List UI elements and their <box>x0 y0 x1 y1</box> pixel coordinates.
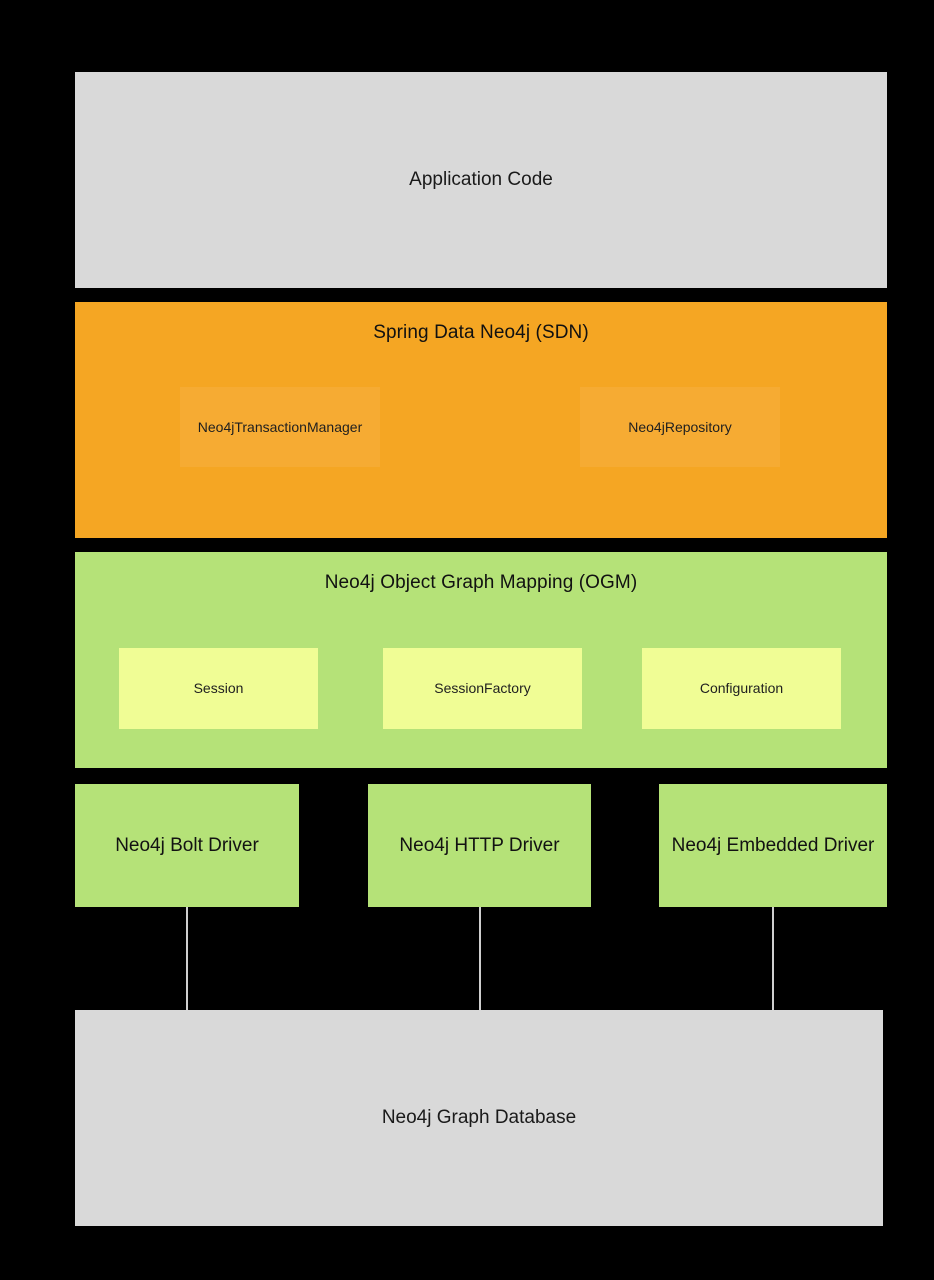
connector-line-bolt-to-database <box>186 907 188 1011</box>
layer-application-code[interactable]: Application Code <box>75 72 887 288</box>
ogm-component-session-factory[interactable]: SessionFactory <box>383 648 582 729</box>
connector-line-embedded-to-database <box>772 907 774 1011</box>
layer-spring-data-neo4j[interactable]: Spring Data Neo4j (SDN) Neo4jTransaction… <box>75 302 887 538</box>
driver-label: Neo4j Bolt Driver <box>115 834 259 856</box>
sdn-component-transaction-manager[interactable]: Neo4jTransactionManager <box>180 387 380 467</box>
driver-box-bolt[interactable]: Neo4j Bolt Driver <box>75 784 299 907</box>
layer-neo4j-graph-database[interactable]: Neo4j Graph Database <box>75 1010 883 1226</box>
ogm-component-label: Session <box>193 680 244 697</box>
driver-label: Neo4j HTTP Driver <box>399 834 560 856</box>
driver-label: Neo4j Embedded Driver <box>671 834 875 856</box>
ogm-component-configuration[interactable]: Configuration <box>642 648 841 729</box>
database-label: Neo4j Graph Database <box>381 1107 577 1128</box>
ogm-component-label: Configuration <box>699 680 784 697</box>
layer-neo4j-ogm[interactable]: Neo4j Object Graph Mapping (OGM) Session… <box>75 552 887 768</box>
sdn-title: Spring Data Neo4j (SDN) <box>373 322 589 343</box>
application-code-label: Application Code <box>409 169 553 190</box>
sdn-component-label: Neo4jRepository <box>628 418 732 435</box>
ogm-component-session[interactable]: Session <box>119 648 318 729</box>
driver-box-http[interactable]: Neo4j HTTP Driver <box>368 784 591 907</box>
ogm-title: Neo4j Object Graph Mapping (OGM) <box>324 572 638 593</box>
sdn-component-label: Neo4jTransactionManager <box>197 418 363 435</box>
driver-box-embedded[interactable]: Neo4j Embedded Driver <box>659 784 887 907</box>
sdn-component-repository[interactable]: Neo4jRepository <box>580 387 780 467</box>
connector-line-http-to-database <box>479 907 481 1011</box>
ogm-component-label: SessionFactory <box>434 680 531 697</box>
